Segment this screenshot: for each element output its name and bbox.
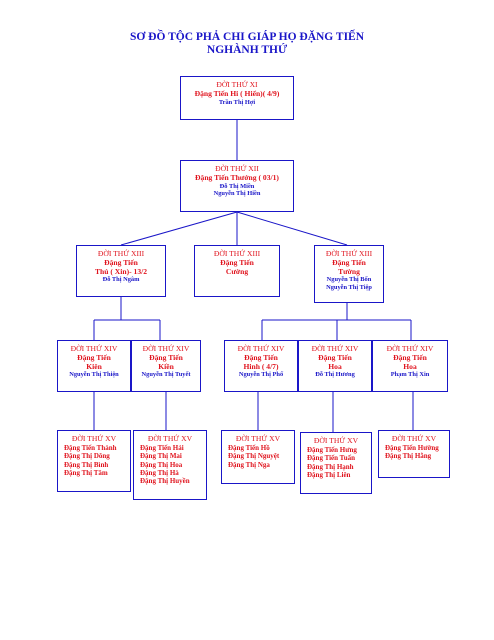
person-name: Đặng Tiến (244, 352, 278, 362)
generation-label: ĐỜI THỨ XIII (213, 249, 261, 258)
person-name: Hoa (403, 361, 417, 371)
generation-label: ĐỜI THỨ XIV (142, 344, 190, 353)
child-name: Đặng Tiến Tuấn (307, 454, 355, 463)
node-generation-13-thu: ĐỜI THỨ XIII Đặng Tiến Thú ( Xin)- 13/2 … (76, 245, 166, 297)
person-name: Cường (225, 266, 249, 276)
person-name: Hinh ( 4/7) (243, 361, 279, 371)
diagram-title: SƠ ĐỒ TỘC PHẢ CHI GIÁP HỌ ĐẶNG TIẾN (129, 31, 365, 43)
spouse-name: Nguyễn Thị Tuyết (141, 371, 191, 379)
child-name: Đặng Thị Bình (64, 460, 109, 469)
node-generation-14-hinh: ĐỜI THỨ XIV Đặng Tiến Hinh ( 4/7) Nguyễn… (224, 340, 298, 392)
child-name: Đặng Thị Nga (228, 460, 270, 469)
person-name: Đặng Tiến (332, 257, 366, 267)
generation-label: ĐỜI THỨ XV (235, 434, 281, 443)
person-name: Đặng Tiến (220, 257, 254, 267)
node-generation-14-kien-2: ĐỜI THỨ XIV Đặng Tiến Kiền Nguyễn Thị Tu… (131, 340, 201, 392)
child-name: Đặng Thị Huyền (140, 477, 190, 486)
child-name: Đặng Thị Hạnh (307, 462, 354, 471)
person-name: Thú ( Xin)- 13/2 (94, 266, 148, 276)
connector-g12-g13c (236, 211, 348, 246)
spouse-name: Trần Thị Hợi (218, 98, 256, 106)
generation-label: ĐỜI THỨ XV (313, 436, 359, 445)
spouse-name: Đỗ Thị Ngâm (102, 276, 140, 284)
node-generation-15-b: ĐỜI THỨ XV Đặng Tiến Hải Đặng Thị Mai Đặ… (133, 430, 207, 500)
spouse-name: Nguyễn Thị Thiện (69, 371, 119, 379)
generation-label: ĐỜI THỨ XV (71, 434, 117, 443)
spouse-name: Đỗ Thị Hương (315, 371, 355, 379)
person-name: Đặng Tiến (77, 352, 111, 362)
spouse-name: Đỗ Thị Miền (219, 182, 255, 190)
person-name: Đặng Tiến (393, 352, 427, 362)
node-generation-14-kien: ĐỜI THỨ XIV Đặng Tiến Kiên Nguyễn Thị Th… (57, 340, 131, 392)
child-name: Đặng Thị Nguyệt (228, 452, 280, 461)
child-name: Đặng Thị Liên (307, 471, 351, 480)
diagram-subtitle: NGHÀNH THỨ (206, 44, 288, 56)
child-name: Đặng Thị Tâm (64, 469, 108, 478)
generation-label: ĐỜI THỨ XI (216, 80, 258, 89)
child-name: Đặng Tiến Hường (385, 443, 439, 452)
person-name: Đặng Tiến Thưởng ( 03/1) (195, 172, 279, 182)
child-name: Đặng Tiến Hải (140, 443, 184, 452)
spouse-name: Nguyễn Thị Tiệp (326, 283, 372, 291)
node-generation-11: ĐỜI THỨ XI Đặng Tiến Hi ( Hiển)( 4/9) Tr… (180, 76, 294, 120)
spouse-name: Nguyễn Thị Phố (238, 371, 284, 379)
person-name: Đặng Tiến (149, 352, 183, 362)
generation-label: ĐỜI THỨ XV (391, 434, 437, 443)
node-generation-15-a: ĐỜI THỨ XV Đặng Tiến Thành Đặng Thị Dông… (57, 430, 131, 492)
generation-label: ĐỜI THỨ XIII (325, 249, 373, 258)
generation-label: ĐỜI THỨ XIV (386, 344, 434, 353)
person-name: Đặng Tiến (104, 257, 138, 267)
person-name: Đặng Tiến (318, 352, 352, 362)
node-generation-15-e: ĐỜI THỨ XV Đặng Tiến Hường Đặng Thị Hằng (378, 430, 450, 478)
child-name: Đặng Thị Mai (140, 452, 182, 461)
child-name: Đặng Thị Hà (140, 469, 179, 478)
node-generation-13-cuong: ĐỜI THỨ XIII Đặng Tiến Cường (194, 245, 280, 297)
generation-label: ĐỜI THỨ XV (147, 434, 193, 443)
node-generation-12: ĐỜI THỨ XII Đặng Tiến Thưởng ( 03/1) Đỗ … (180, 160, 294, 212)
node-generation-13-tuong: ĐỜI THỨ XIII Đặng Tiến Tường Nguyễn Thị … (314, 245, 384, 303)
node-generation-15-c: ĐỜI THỨ XV Đặng Tiến Hồ Đặng Thị Nguyệt … (221, 430, 295, 484)
person-name: Kiên (86, 361, 102, 371)
generation-label: ĐỜI THỨ XII (215, 164, 259, 173)
child-name: Đặng Tiến Hưng (307, 445, 357, 454)
child-name: Đặng Thị Hoa (140, 460, 183, 469)
person-name: Hoa (328, 361, 342, 371)
generation-label: ĐỜI THỨ XIII (97, 249, 145, 258)
spouse-name: Nguyễn Thị Bốn (326, 276, 372, 284)
node-generation-14-hoa: ĐỜI THỨ XIV Đặng Tiến Hoa Đỗ Thị Hương (298, 340, 372, 392)
person-name: Đặng Tiến Hi ( Hiển)( 4/9) (194, 88, 280, 98)
spouse-name: Phạm Thị Xin (390, 371, 430, 379)
node-generation-15-d: ĐỜI THỨ XV Đặng Tiến Hưng Đặng Tiến Tuấn… (300, 432, 372, 494)
child-name: Đặng Tiến Thành (64, 443, 117, 452)
generation-label: ĐỜI THỨ XIV (311, 344, 359, 353)
generation-label: ĐỜI THỨ XIV (237, 344, 285, 353)
child-name: Đặng Thị Hằng (385, 452, 432, 461)
person-name: Kiền (158, 361, 174, 371)
child-name: Đặng Thị Dông (64, 452, 110, 461)
connector-g12-g13a (120, 211, 238, 246)
node-generation-14-hoa-2: ĐỜI THỨ XIV Đặng Tiến Hoa Phạm Thị Xin (372, 340, 448, 392)
spouse-name: Nguyễn Thị Hiền (213, 190, 261, 198)
generation-label: ĐỜI THỨ XIV (70, 344, 118, 353)
person-name: Tường (338, 266, 360, 276)
child-name: Đặng Tiến Hồ (228, 443, 270, 452)
